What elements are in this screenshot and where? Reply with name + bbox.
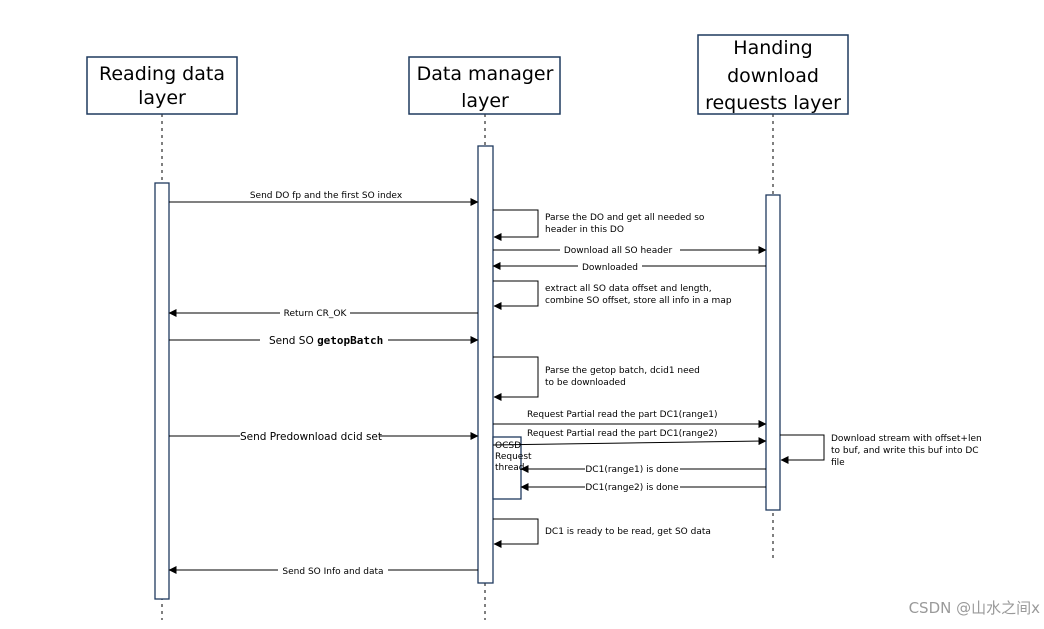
message-label: Request Partial read the part DC1(range1… [527,410,718,420]
participant-download-requests-layer: Handing download requests layer [697,34,849,115]
message-range2-done: DC1(range2) is done [520,481,766,493]
message-label: extract all SO data offset and length, [545,284,712,294]
message-parse-getop: Parse the getop batch, dcid1 need to be … [493,356,700,401]
ocsd-label-line: thread [495,463,525,473]
message-label: Downloaded [582,263,638,273]
ocsd-label-line: Request [495,452,532,462]
message-range1-done: DC1(range1) is done [520,463,766,475]
message-label: to buf, and write this buf into DC [831,446,979,456]
message-parse-do: Parse the DO and get all needed so heade… [493,209,705,241]
participant-label: requests layer [705,92,841,114]
activation-download [765,194,781,511]
participant-label: layer [138,87,186,109]
message-send-do: Send DO fp and the first SO index [169,191,479,206]
message-return-ok: Return CR_OK [168,307,478,319]
activation-ocsd-thread [492,436,522,500]
message-downloaded: Downloaded [492,260,766,273]
message-label: DC1(range1) is done [585,465,679,475]
activation-reading [154,182,170,600]
message-label: Return CR_OK [284,309,348,319]
message-download-stream: Download stream with offset+len to buf, … [780,434,982,468]
ocsd-thread-label: OCSD Request thread [495,441,532,473]
message-dc1-ready: DC1 is ready to be read, get SO data [493,518,711,548]
message-request-range2: Request Partial read the part DC1(range2… [492,429,767,446]
message-label: Send SO Info and data [282,567,383,577]
message-send-so-getopbatch: Send SO getopBatch [169,333,479,347]
activation-manager [477,145,494,584]
message-label: Send SO getopBatch [269,334,383,347]
participant-reading-data-layer: Reading data layer [86,56,238,115]
participant-data-manager-layer: Data manager layer [408,56,561,115]
message-label: Send DO fp and the first SO index [250,191,403,201]
participant-label: Data manager [417,63,554,85]
message-send-predownload: Send Predownload dcid set [169,430,479,443]
message-label: Download all SO header [564,246,673,256]
participant-label: download [727,65,819,87]
message-label: DC1 is ready to be read, get SO data [545,527,711,537]
message-label: file [831,458,845,468]
message-label: DC1(range2) is done [585,483,679,493]
message-label: combine SO offset, store all info in a m… [545,296,732,306]
message-label: Download stream with offset+len [831,434,982,444]
participant-label: Handing [733,37,812,59]
message-extract: extract all SO data offset and length, c… [493,280,732,310]
message-label: to be downloaded [545,378,626,388]
message-label: Parse the DO and get all needed so [545,213,705,223]
message-label: Send Predownload dcid set [240,431,382,443]
watermark: CSDN @山水之间x [909,599,1041,617]
message-label: header in this DO [545,225,624,235]
ocsd-label-line: OCSD [495,441,521,451]
message-download-header: Download all SO header [493,243,767,256]
message-request-range1: Request Partial read the part DC1(range1… [493,410,767,428]
participant-label: Reading data [99,63,225,85]
message-send-info: Send SO Info and data [168,564,478,577]
message-label: Request Partial read the part DC1(range2… [527,429,718,439]
message-label: Parse the getop batch, dcid1 need [545,366,700,376]
participant-label: layer [461,90,509,112]
